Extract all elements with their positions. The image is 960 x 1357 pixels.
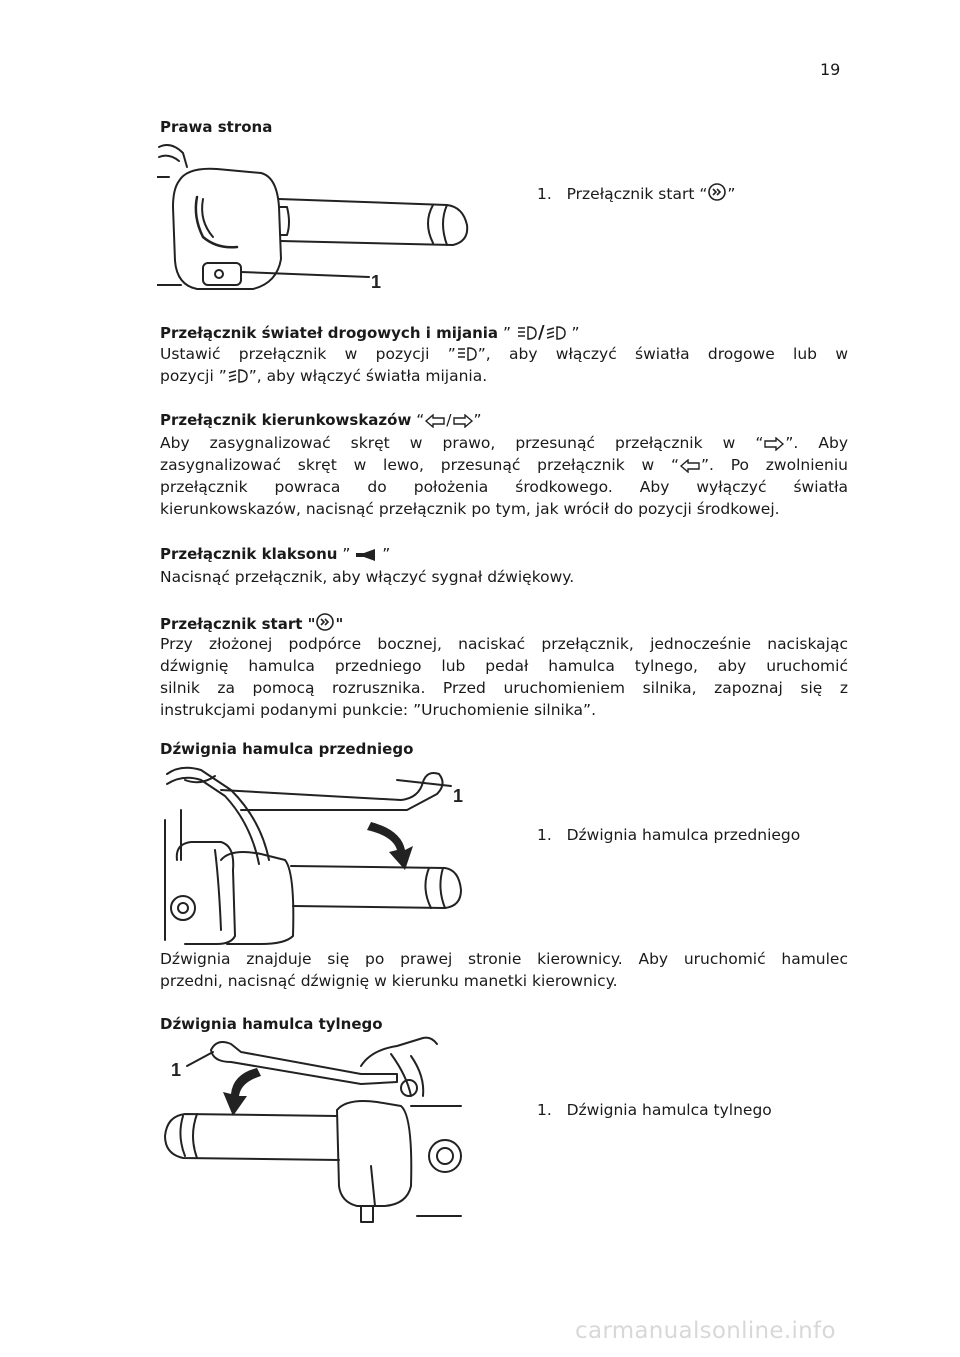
horn-line-1: Nacisnąć przełącznik, aby włączyć sygnał… [160,568,575,586]
figure-rear-brake: 1 [161,1036,471,1226]
horn-icon [355,548,377,562]
start-line-1: Przy złożonej podpórce bocznej, naciskać… [160,635,848,653]
turn-line-3: przełącznik powraca do położenia środkow… [160,478,848,496]
quote-close: ” [727,185,736,203]
text: ”, aby włączyć światła mijania. [248,367,488,385]
turn-right-arrow-icon [763,437,785,451]
caption-number: 1. [537,1101,552,1119]
start-line-3: silnik za pomocą rozrusznika. Przed uruc… [160,679,848,697]
text: ”, aby włączyć światła drogowe lub w [477,345,849,363]
heading-rear-brake: Dźwignia hamulca tylnego [160,1015,383,1033]
start-switch-body: Przy złożonej podpórce bocznej, naciskać… [160,633,848,721]
quote-close: ” [571,324,580,342]
figure-front-brake: 1 [161,760,471,945]
text: ”. Po zwolnieniu [700,456,849,474]
quote-open: ” [342,545,351,563]
high-beam-icon [516,325,538,341]
horn-body: Nacisnąć przełącznik, aby włączyć sygnał… [160,566,848,588]
quote-open: “ [699,185,708,203]
engine-start-icon [707,182,727,202]
figure-label: 1 [453,786,463,806]
caption-rear-brake: 1. Dźwignia hamulca tylnego [537,1101,772,1119]
low-beam-icon [545,325,567,341]
caption-number: 1. [537,826,552,844]
beam-switch-body: Ustawić przełącznik w pozycji ” ”, aby wł… [160,343,848,387]
caption-number: 1. [537,185,552,203]
start-line-2: dźwignię hamulca przedniego lub pedał ha… [160,657,848,675]
start-line-4: instrukcjami podanymi punkcie: ”Uruchomi… [160,701,596,719]
text: pozycji ” [160,367,227,385]
quote-close: ” [473,411,482,429]
beam-line-2: pozycji ” ”, aby włączyć światła mijania. [160,365,848,387]
heading-right-side: Prawa strona [160,118,273,136]
quote-close: " [335,615,344,633]
figure-label: 1 [171,1060,181,1080]
quote-open: “ [416,411,425,429]
turn-line-4: kierunkowskazów, nacisnąć przełącznik po… [160,500,780,518]
caption-front-brake: 1. Dźwignia hamulca przedniego [537,826,800,844]
start-heading-row: Przełącznik start " " [160,612,343,633]
caption-text: Przełącznik start [566,185,695,203]
turn-signal-heading-row: Przełącznik kierunkowskazów “/” [160,411,482,429]
caption-start-switch: 1. Przełącznik start “ ” [537,182,735,203]
turn-line-2: zasygnalizować skręt w lewo, przesunąć p… [160,454,848,476]
heading-horn: Przełącznik klaksonu [160,545,338,563]
front-line-2: przedni, nacisnąć dźwignię w kierunku ma… [160,972,618,990]
page-number: 19 [820,60,841,79]
text: Aby zasygnalizować skręt w prawo, przesu… [160,434,764,452]
high-beam-icon [456,346,478,362]
text: ”. Aby [785,434,848,452]
engine-start-icon [315,612,335,632]
beam-line-1: Ustawić przełącznik w pozycji ” ”, aby wł… [160,343,848,365]
caption-text: Dźwignia hamulca przedniego [566,826,801,844]
figure-label: 1 [371,272,381,292]
caption-text: Dźwignia hamulca tylnego [566,1101,772,1119]
heading-turn-signal: Przełącznik kierunkowskazów [160,411,412,429]
heading-beam-switch: Przełącznik świateł drogowych i mijania [160,324,499,342]
heading-start-switch: Przełącznik start " [160,615,316,633]
heading-front-brake: Dźwignia hamulca przedniego [160,740,414,758]
text: Ustawić przełącznik w pozycji ” [160,345,456,363]
front-line-1: Dźwignia znajduje się po prawej stronie … [160,950,848,968]
turn-right-arrow-icon [452,414,474,428]
quote-open: ” [503,324,512,342]
beam-switch-heading-row: Przełącznik świateł drogowych i mijania … [160,322,580,343]
horn-heading-row: Przełącznik klaksonu ” ” [160,545,390,563]
figure-right-handlebar: 1 [157,137,487,299]
front-brake-body: Dźwignia znajduje się po prawej stronie … [160,948,848,992]
turn-line-1: Aby zasygnalizować skręt w prawo, przesu… [160,432,848,454]
low-beam-icon [227,368,249,384]
turn-left-arrow-icon [679,459,701,473]
turn-signal-body: Aby zasygnalizować skręt w prawo, przesu… [160,432,848,520]
quote-close: ” [382,545,391,563]
watermark: carmanualsonline.info [575,1318,836,1344]
text: zasygnalizować skręt w lewo, przesunąć p… [160,456,679,474]
turn-left-arrow-icon [424,414,446,428]
